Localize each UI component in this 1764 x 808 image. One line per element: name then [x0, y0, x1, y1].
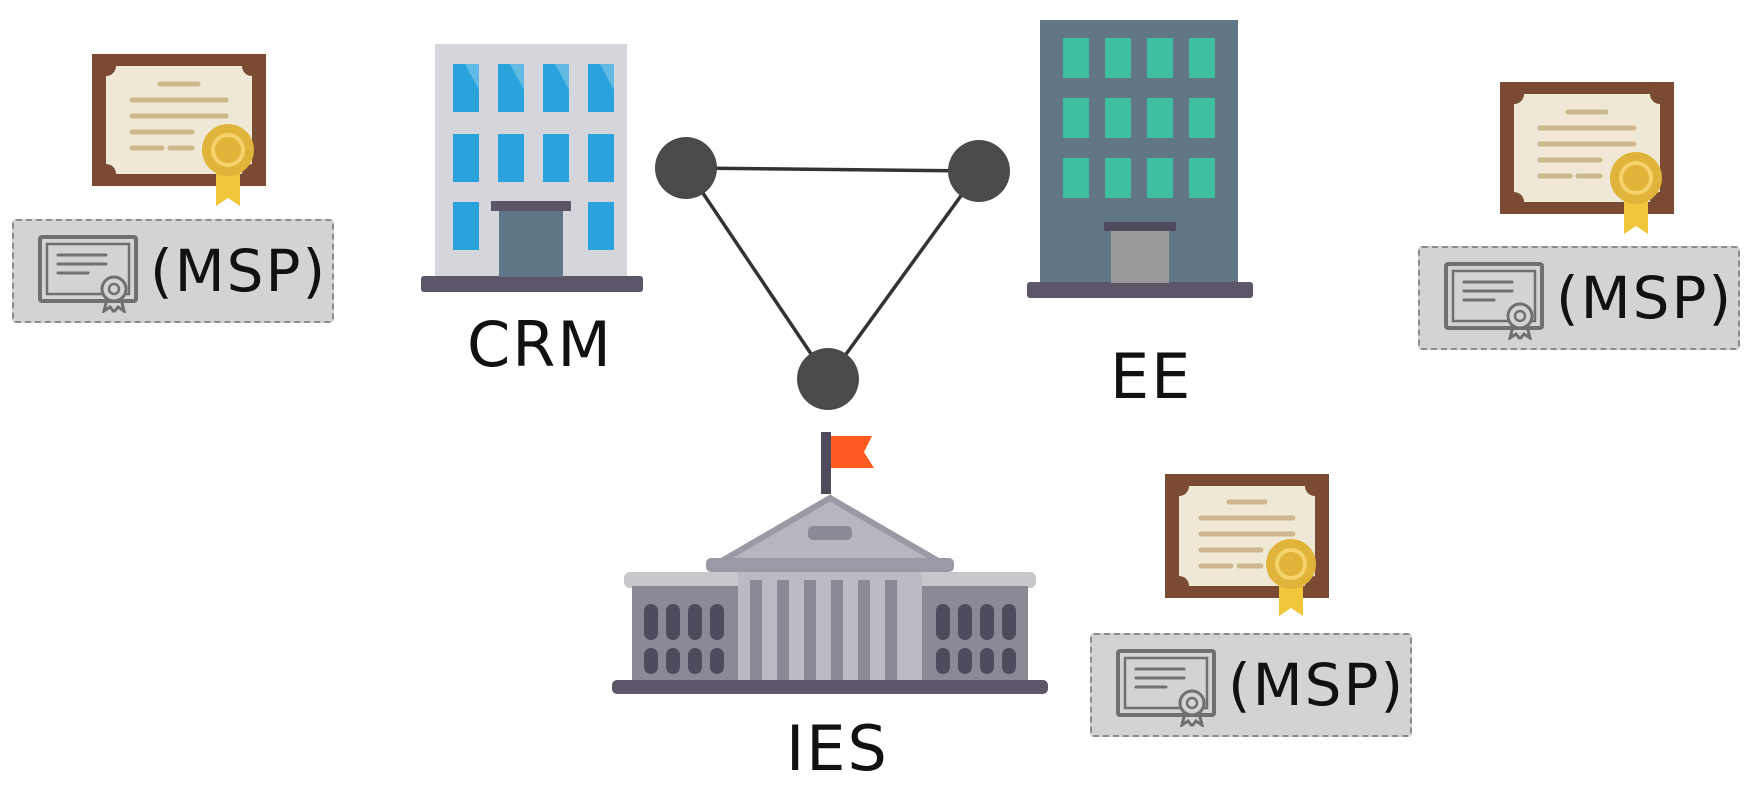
msp-label: (MSP) [150, 237, 328, 305]
certificate-icon [1165, 474, 1329, 616]
msp-badge: (MSP) [1090, 633, 1412, 737]
node-ies [797, 348, 859, 410]
ee-building-icon [1027, 20, 1253, 298]
network-triangle-icon [655, 137, 1010, 410]
label-ee: EE [1110, 340, 1193, 413]
certificate-outline-icon [38, 235, 138, 313]
edge-ee-ies [826, 169, 981, 381]
label-crm: CRM [467, 308, 613, 381]
msp-badge: (MSP) [1418, 246, 1740, 350]
crm-building-icon [421, 44, 643, 292]
certificate-icon [1500, 82, 1674, 234]
flag-icon [831, 436, 874, 468]
msp-label: (MSP) [1556, 264, 1734, 332]
certificate-outline-icon [1116, 649, 1216, 727]
ies-government-building-icon [612, 432, 1048, 694]
edge-crm-ies [684, 167, 830, 380]
msp-label: (MSP) [1228, 651, 1406, 719]
certificate-outline-icon [1444, 262, 1544, 340]
node-crm [655, 137, 717, 199]
edge-crm-ee [685, 166, 980, 173]
msp-badge: (MSP) [12, 219, 334, 323]
node-ee [948, 140, 1010, 202]
certificate-icon [92, 54, 266, 206]
label-ies: IES [786, 712, 889, 785]
